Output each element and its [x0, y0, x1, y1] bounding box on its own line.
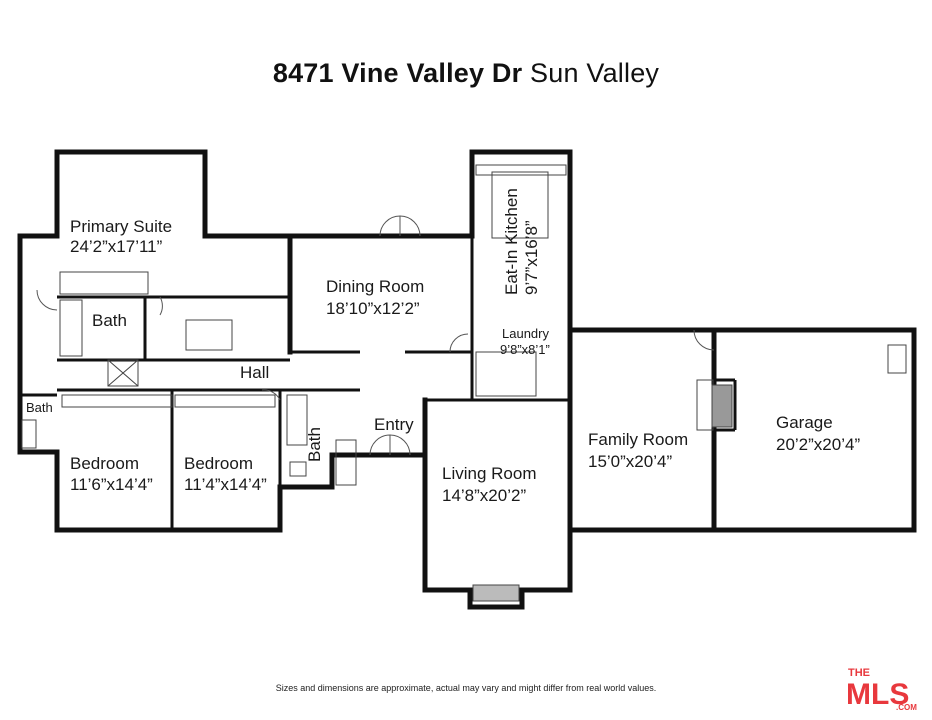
- bedroom-1-dims: 11’6”x14’4”: [70, 475, 153, 494]
- fixtures: [21, 164, 907, 602]
- garage-dims: 20’2”x20’4”: [776, 435, 860, 454]
- dining-name: Dining Room: [326, 277, 424, 296]
- laundry-name: Laundry: [502, 326, 549, 341]
- living-dims: 14’8”x20’2”: [442, 486, 526, 505]
- svg-text:THE: THE: [848, 667, 870, 679]
- hall-name: Hall: [240, 363, 269, 382]
- entry-name: Entry: [374, 415, 414, 434]
- living-name: Living Room: [442, 464, 537, 483]
- garage-name: Garage: [776, 413, 833, 432]
- bedroom-2-dims: 11’4”x14’4”: [184, 475, 267, 494]
- title-address: 8471 Vine Valley Dr: [272, 58, 523, 88]
- kitchen-dims: 9’7”x16’8”: [522, 220, 541, 295]
- laundry-dims: 9’8”x8’1”: [500, 342, 550, 357]
- primary-suite-dims: 24’2”x17’11”: [70, 237, 163, 256]
- bedroom-1-name: Bedroom: [70, 454, 139, 473]
- exterior-walls: [17, 149, 917, 610]
- plan-title: 8471 Vine Valley Dr Sun Valley: [0, 58, 932, 89]
- dining-dims: 18’10”x12’2”: [326, 299, 420, 318]
- interior-walls: [20, 236, 737, 530]
- bath-primary-name: Bath: [92, 311, 127, 330]
- doors: [36, 215, 715, 456]
- disclaimer: Sizes and dimensions are approximate, ac…: [275, 683, 657, 693]
- bath-hall-name: Bath: [305, 427, 324, 462]
- mls-logo: THE MLS .COM: [846, 667, 917, 712]
- bath-small-name: Bath: [26, 400, 53, 415]
- primary-suite-name: Primary Suite: [70, 217, 172, 236]
- bedroom-2-name: Bedroom: [184, 454, 253, 473]
- kitchen-name: Eat-In Kitchen: [502, 188, 521, 295]
- title-city: Sun Valley: [530, 58, 660, 88]
- svg-text:MLS: MLS: [846, 678, 909, 711]
- family-dims: 15’0”x20’4”: [588, 452, 672, 471]
- svg-text:.COM: .COM: [896, 703, 917, 712]
- family-name: Family Room: [588, 430, 688, 449]
